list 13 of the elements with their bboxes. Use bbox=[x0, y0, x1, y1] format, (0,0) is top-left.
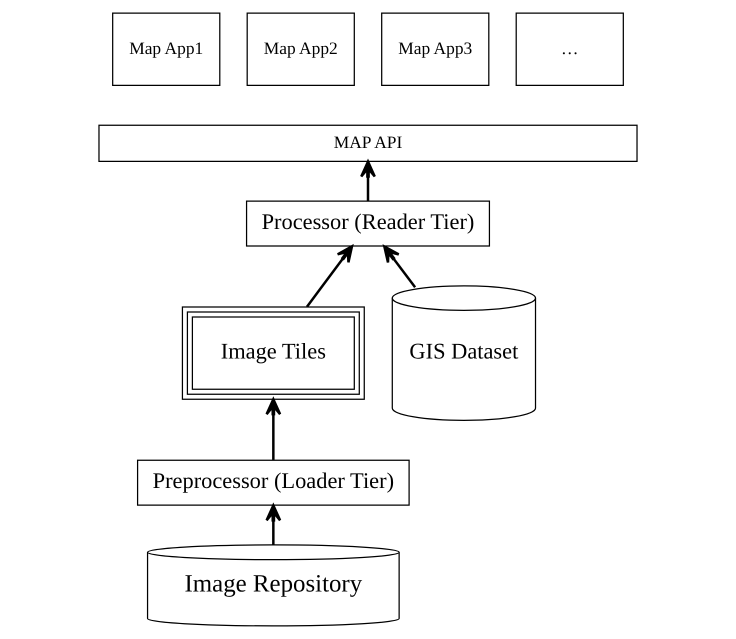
node-box: Map App2 bbox=[246, 12, 355, 86]
node-box: MAP API bbox=[98, 124, 638, 162]
arrow bbox=[265, 504, 282, 545]
node-box: Map App1 bbox=[112, 12, 220, 86]
arrow bbox=[306, 245, 354, 308]
arrow bbox=[360, 160, 376, 202]
node-box: … bbox=[516, 12, 624, 86]
node-box: Image Tiles bbox=[182, 306, 365, 400]
node-box: Processor (Reader Tier) bbox=[246, 200, 490, 247]
node-box: Preprocessor (Loader Tier) bbox=[136, 460, 410, 506]
arrow bbox=[265, 398, 282, 460]
node-box: Map App3 bbox=[381, 12, 490, 86]
arrow bbox=[383, 245, 416, 288]
